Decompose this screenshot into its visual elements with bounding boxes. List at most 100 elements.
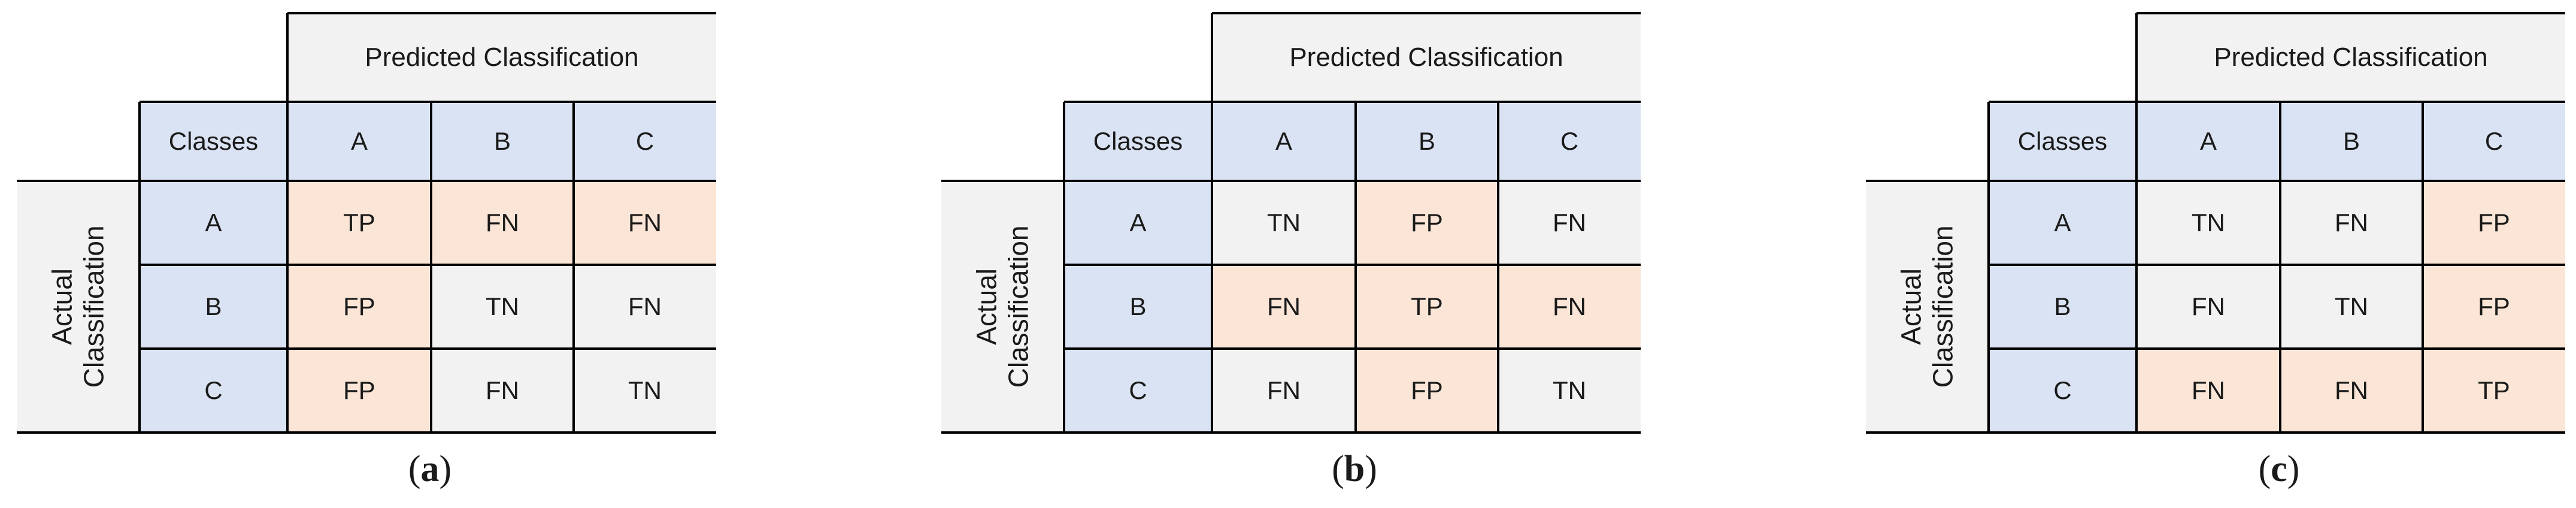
matrix-cell: TN	[574, 349, 716, 433]
caption-open: (	[1332, 449, 1344, 489]
predicted-classification-header: Predicted Classification	[287, 13, 716, 102]
matrix-cell: FN	[431, 181, 574, 265]
grid-line	[287, 12, 716, 14]
classes-header: Classes	[140, 102, 287, 181]
grid-line	[1989, 101, 2565, 103]
grid-line	[1212, 12, 1641, 14]
predicted-class-header-b: B	[1356, 102, 1498, 181]
matrix-cell: TN	[2136, 181, 2280, 265]
actual-class-header-c: C	[1064, 349, 1212, 433]
predicted-class-header-b: B	[431, 102, 574, 181]
grid-line	[2136, 12, 2565, 14]
matrix-cell: FN	[1498, 181, 1641, 265]
predicted-classification-header: Predicted Classification	[2136, 13, 2565, 102]
matrix-cell: TP	[2423, 349, 2565, 433]
actual-label-line1: Actual	[1895, 268, 1927, 345]
actual-label-line1: Actual	[46, 268, 78, 345]
caption-close: )	[2287, 449, 2300, 489]
actual-class-header-b: B	[1989, 265, 2136, 349]
matrix-cell: FP	[1356, 349, 1498, 433]
predicted-class-header-a: A	[287, 102, 431, 181]
grid-line	[286, 13, 289, 434]
matrix-cell: TN	[1498, 349, 1641, 433]
caption-close: )	[439, 449, 452, 489]
caption-letter: b	[1344, 449, 1365, 489]
panel-caption: (c)	[2189, 448, 2369, 491]
actual-label-line2: Classification	[1927, 225, 1959, 388]
grid-line	[2422, 102, 2424, 434]
grid-line	[140, 347, 716, 350]
grid-line	[1063, 102, 1065, 434]
matrix-cell: FP	[1356, 181, 1498, 265]
grid-line	[572, 102, 575, 434]
predicted-class-header-a: A	[1212, 102, 1356, 181]
grid-line	[1354, 102, 1357, 434]
grid-line	[1064, 264, 1641, 266]
matrix-cell: FN	[2280, 349, 2423, 433]
predicted-class-header-c: C	[1498, 102, 1641, 181]
matrix-cell: TP	[1356, 265, 1498, 349]
matrix-cell: FP	[2423, 181, 2565, 265]
caption-letter: a	[420, 449, 440, 489]
matrix-cell: FN	[1212, 265, 1356, 349]
actual-label-line2: Classification	[78, 225, 110, 388]
matrix-cell: FN	[574, 181, 716, 265]
actual-label-line2: Classification	[1002, 225, 1034, 388]
matrix-cell: FP	[287, 265, 431, 349]
grid-line	[138, 102, 141, 434]
matrix-cell: TN	[2280, 265, 2423, 349]
grid-line	[1497, 102, 1499, 434]
actual-class-header-a: A	[140, 181, 287, 265]
actual-class-header-a: A	[1989, 181, 2136, 265]
grid-line	[1064, 347, 1641, 350]
actual-class-header-b: B	[140, 265, 287, 349]
matrix-cell: FN	[574, 265, 716, 349]
panel-caption: (a)	[340, 448, 520, 491]
predicted-class-header-a: A	[2136, 102, 2280, 181]
matrix-cell: FP	[287, 349, 431, 433]
matrix-cell: FN	[2136, 265, 2280, 349]
caption-open: (	[2258, 449, 2271, 489]
grid-line	[1989, 347, 2565, 350]
grid-line	[1866, 180, 2565, 182]
grid-line	[1211, 13, 1213, 434]
predicted-class-header-c: C	[574, 102, 716, 181]
predicted-class-header-c: C	[2423, 102, 2565, 181]
grid-line	[1987, 102, 1990, 434]
matrix-cell: FN	[1212, 349, 1356, 433]
grid-line	[1064, 101, 1641, 103]
actual-class-header-a: A	[1064, 181, 1212, 265]
grid-line	[2279, 102, 2281, 434]
actual-class-header-b: B	[1064, 265, 1212, 349]
grid-line	[2135, 13, 2138, 434]
classes-header: Classes	[1064, 102, 1212, 181]
grid-line	[17, 180, 716, 182]
grid-line	[941, 431, 1641, 434]
grid-line	[17, 431, 716, 434]
predicted-class-header-b: B	[2280, 102, 2423, 181]
grid-line	[941, 180, 1641, 182]
actual-class-header-c: C	[140, 349, 287, 433]
matrix-cell: FN	[1498, 265, 1641, 349]
matrix-cell: TN	[431, 265, 574, 349]
panel-caption: (b)	[1265, 448, 1444, 491]
caption-open: (	[408, 449, 421, 489]
matrix-cell: TP	[287, 181, 431, 265]
matrix-cell: FP	[2423, 265, 2565, 349]
grid-line	[1989, 264, 2565, 266]
actual-label-line1: Actual	[971, 268, 1002, 345]
caption-close: )	[1365, 449, 1377, 489]
actual-class-header-c: C	[1989, 349, 2136, 433]
grid-line	[140, 101, 716, 103]
matrix-cell: FN	[2280, 181, 2423, 265]
grid-line	[1866, 431, 2565, 434]
